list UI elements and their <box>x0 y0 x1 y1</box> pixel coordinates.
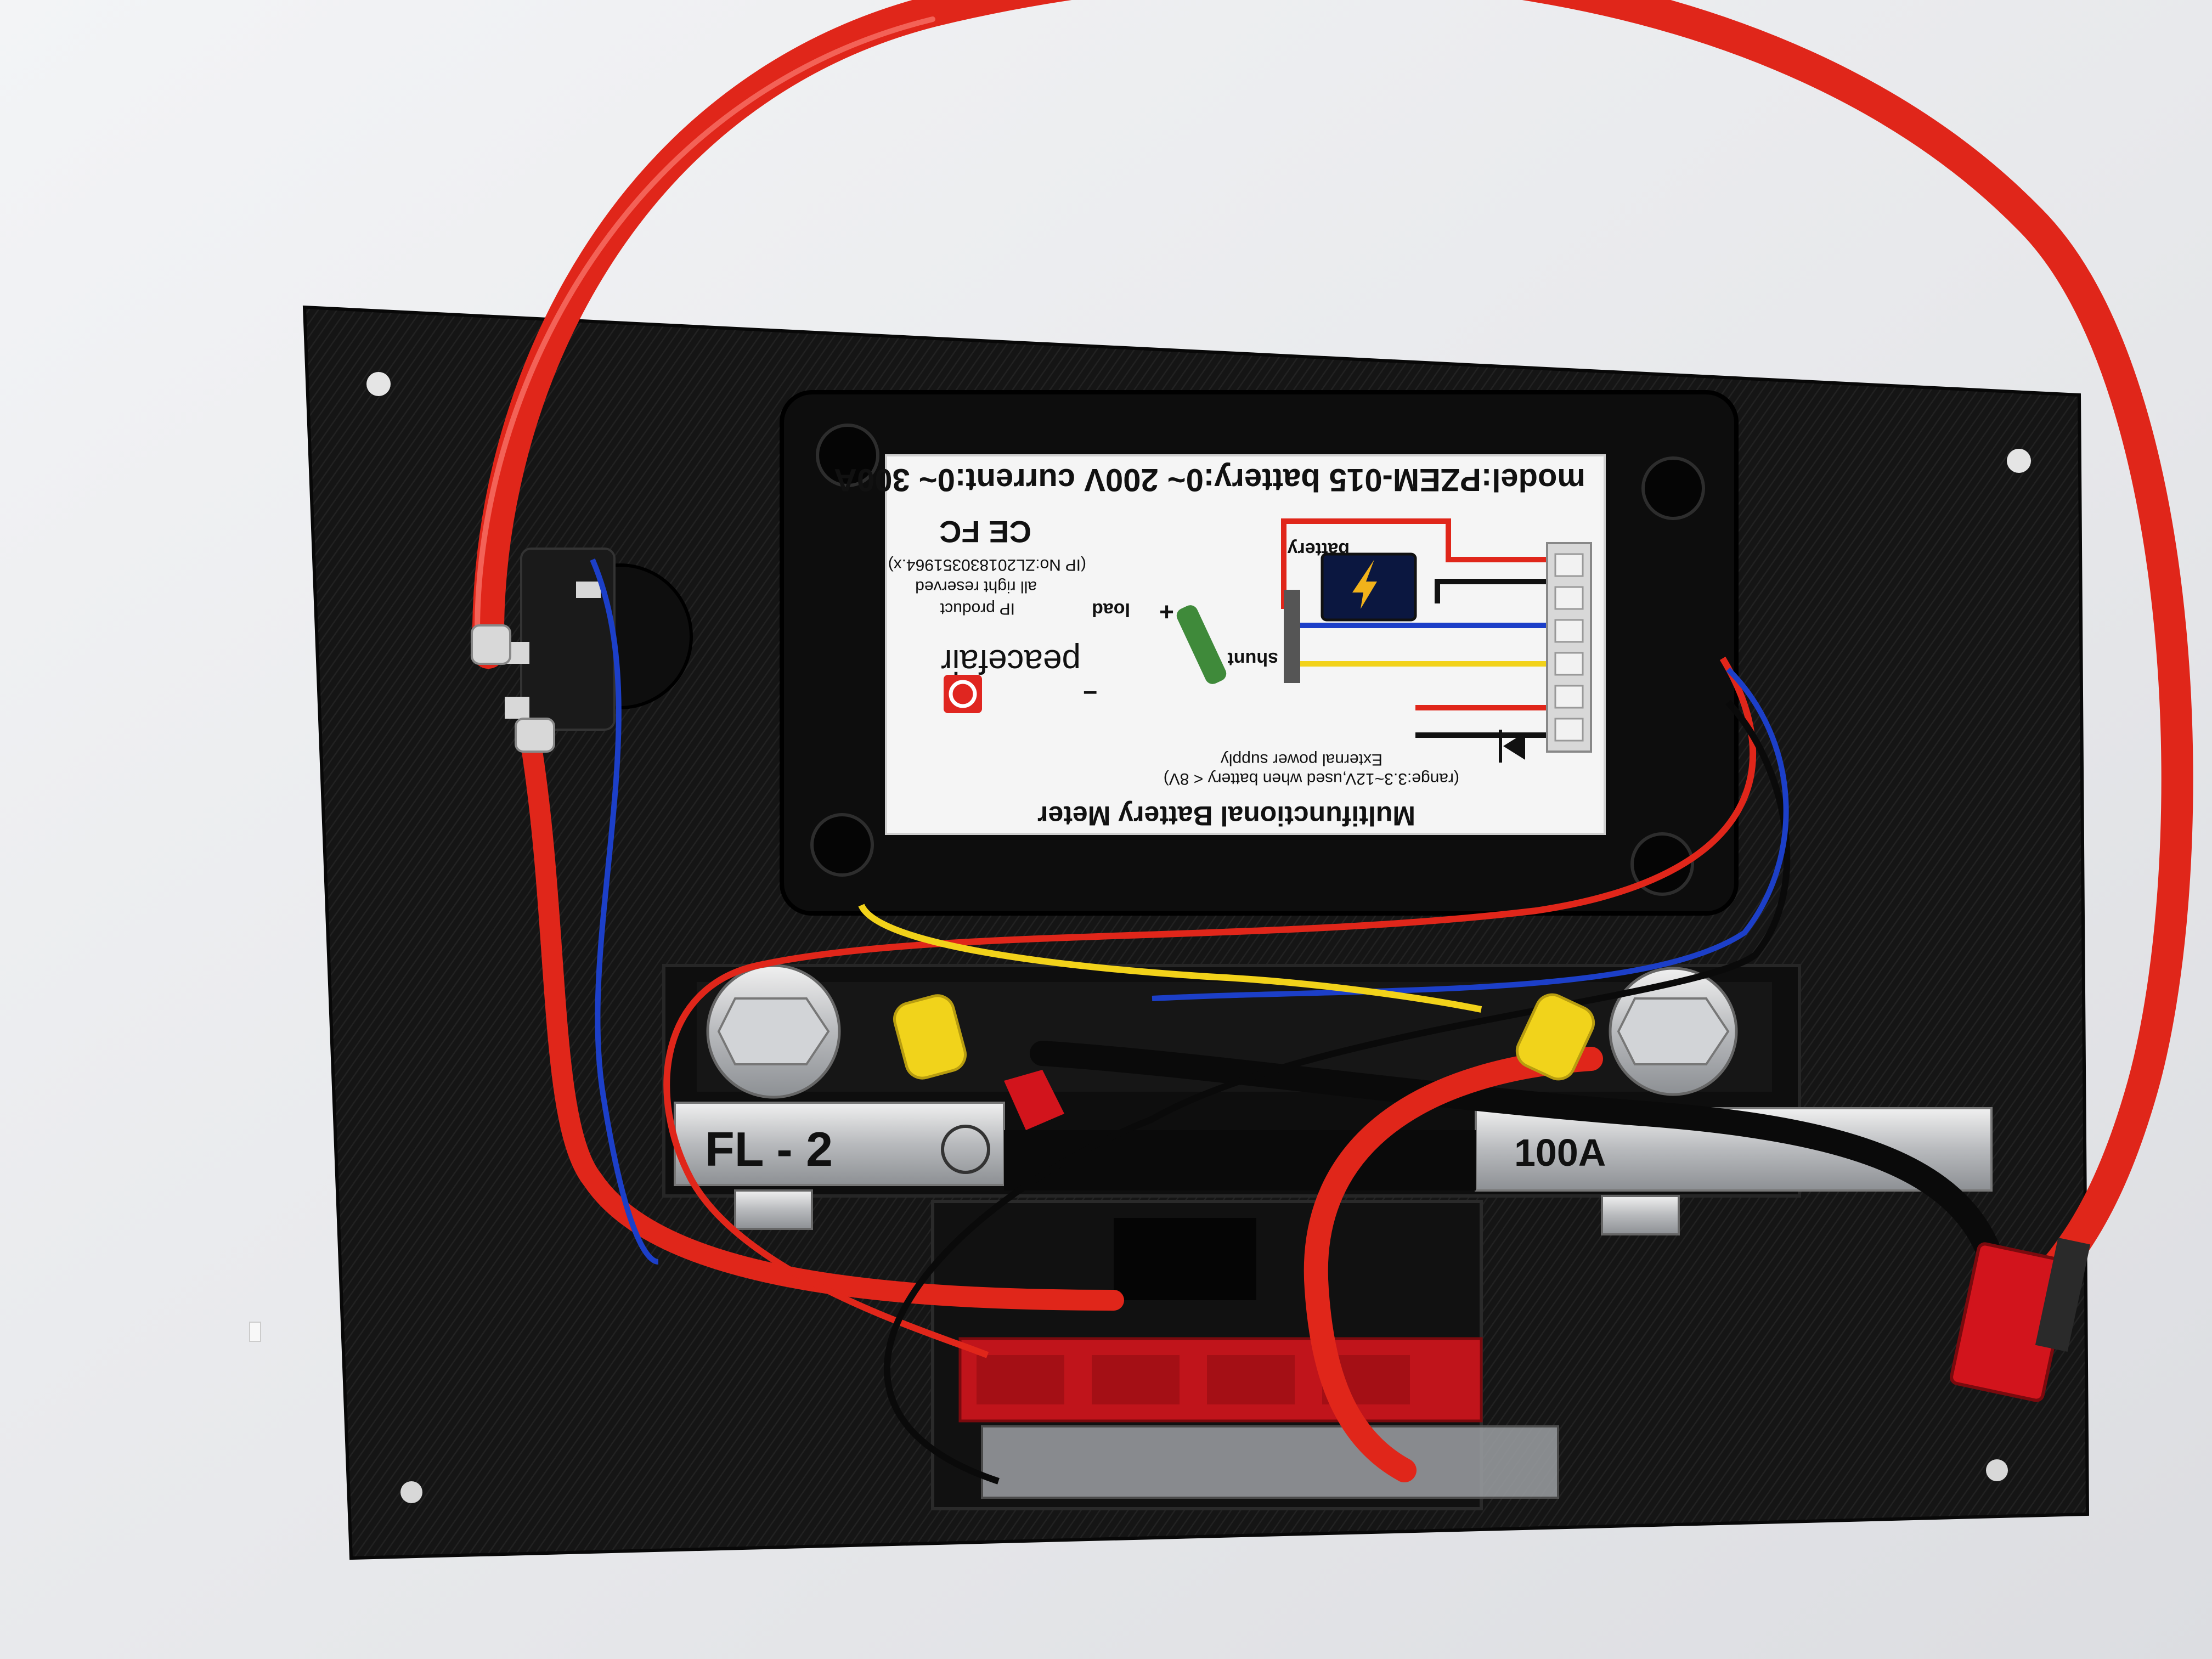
plate-hole-top-left <box>366 372 391 396</box>
label-ext-supply-line2: (range:3.3~12V,used when battery < 8V) <box>1164 770 1459 788</box>
shunt-bolt-top-right <box>1609 967 1738 1096</box>
label-wiring-diagram <box>1176 518 1592 763</box>
debris-bit <box>249 1322 261 1342</box>
yellow-ring-terminal-right <box>1515 993 1595 1081</box>
meter-label: model:PZEM-015 battery:0~ 200V current:0… <box>834 454 1606 835</box>
shunt-stamp-logo <box>941 1125 990 1174</box>
label-plus-load: + <box>1159 598 1174 627</box>
thin-red-wire <box>663 656 1757 1358</box>
anderson-connector-right <box>1950 1237 2091 1402</box>
plate-hole-top-right <box>2007 449 2031 473</box>
thin-blue-wire-right <box>1152 667 1789 1001</box>
anderson-connector-row <box>958 1337 1483 1423</box>
label-ext-supply-line1: External power supply <box>1221 751 1383 769</box>
thin-yellow-wire <box>858 904 1482 1013</box>
plate-hole-bottom-left <box>400 1481 422 1503</box>
label-battery-icon <box>1321 552 1417 622</box>
red-wire-end-cap-bottom <box>515 718 555 753</box>
meter-screw-top-right <box>1641 456 1705 520</box>
yellow-ring-terminal-left <box>893 994 967 1080</box>
red-wire-end-cap-top <box>471 624 511 665</box>
peacefair-logo-icon <box>944 675 982 713</box>
red-spade-terminal <box>1004 1070 1064 1130</box>
label-terminal-block-icon <box>1546 542 1592 753</box>
shunt-stamp-left: FL - 2 <box>705 1122 833 1176</box>
label-ip-line: (IP No:ZL201830351964.x) <box>888 556 1086 574</box>
shunt-bolt-bottom-left <box>734 1189 813 1230</box>
bus-plate-silver <box>981 1425 1559 1499</box>
fuse-box-window <box>1114 1218 1256 1300</box>
label-rights-line: all right reserved <box>915 578 1037 596</box>
label-load-resistor-icon <box>1176 605 1227 684</box>
label-ip-product: IP product <box>940 600 1015 618</box>
shunt-bolt-bottom-right <box>1601 1195 1680 1235</box>
meter-screw-top-left <box>816 424 879 487</box>
label-shunt: shunt <box>1227 648 1278 669</box>
shunt-stamp-right: 100A <box>1514 1131 1606 1174</box>
black-wire-main <box>1030 1041 2010 1291</box>
red-wire-switch-lower <box>522 741 1124 1311</box>
shunt-bolt-top-left <box>706 964 841 1099</box>
red-wire-bend <box>1304 1047 1603 1482</box>
label-shunt-icon <box>1284 590 1300 683</box>
label-title: Multifunctional Battery Meter <box>1037 800 1415 831</box>
label-minus-load: – <box>1083 680 1097 709</box>
label-ext-supply-diode-icon <box>1499 730 1525 763</box>
red-wire-loop-highlight <box>475 16 935 634</box>
meter-screw-bottom-left <box>810 813 874 877</box>
label-model-line: model:PZEM-015 battery:0~ 200V current:0… <box>834 462 1585 498</box>
thin-blue-wire-left <box>590 558 659 1265</box>
thin-black-wire <box>884 699 1791 1485</box>
label-load: load <box>1092 599 1130 620</box>
label-brand: peacefair <box>941 642 1081 680</box>
label-certifications: CE FC <box>939 515 1031 549</box>
plate-hole-bottom-right <box>1986 1459 2008 1481</box>
